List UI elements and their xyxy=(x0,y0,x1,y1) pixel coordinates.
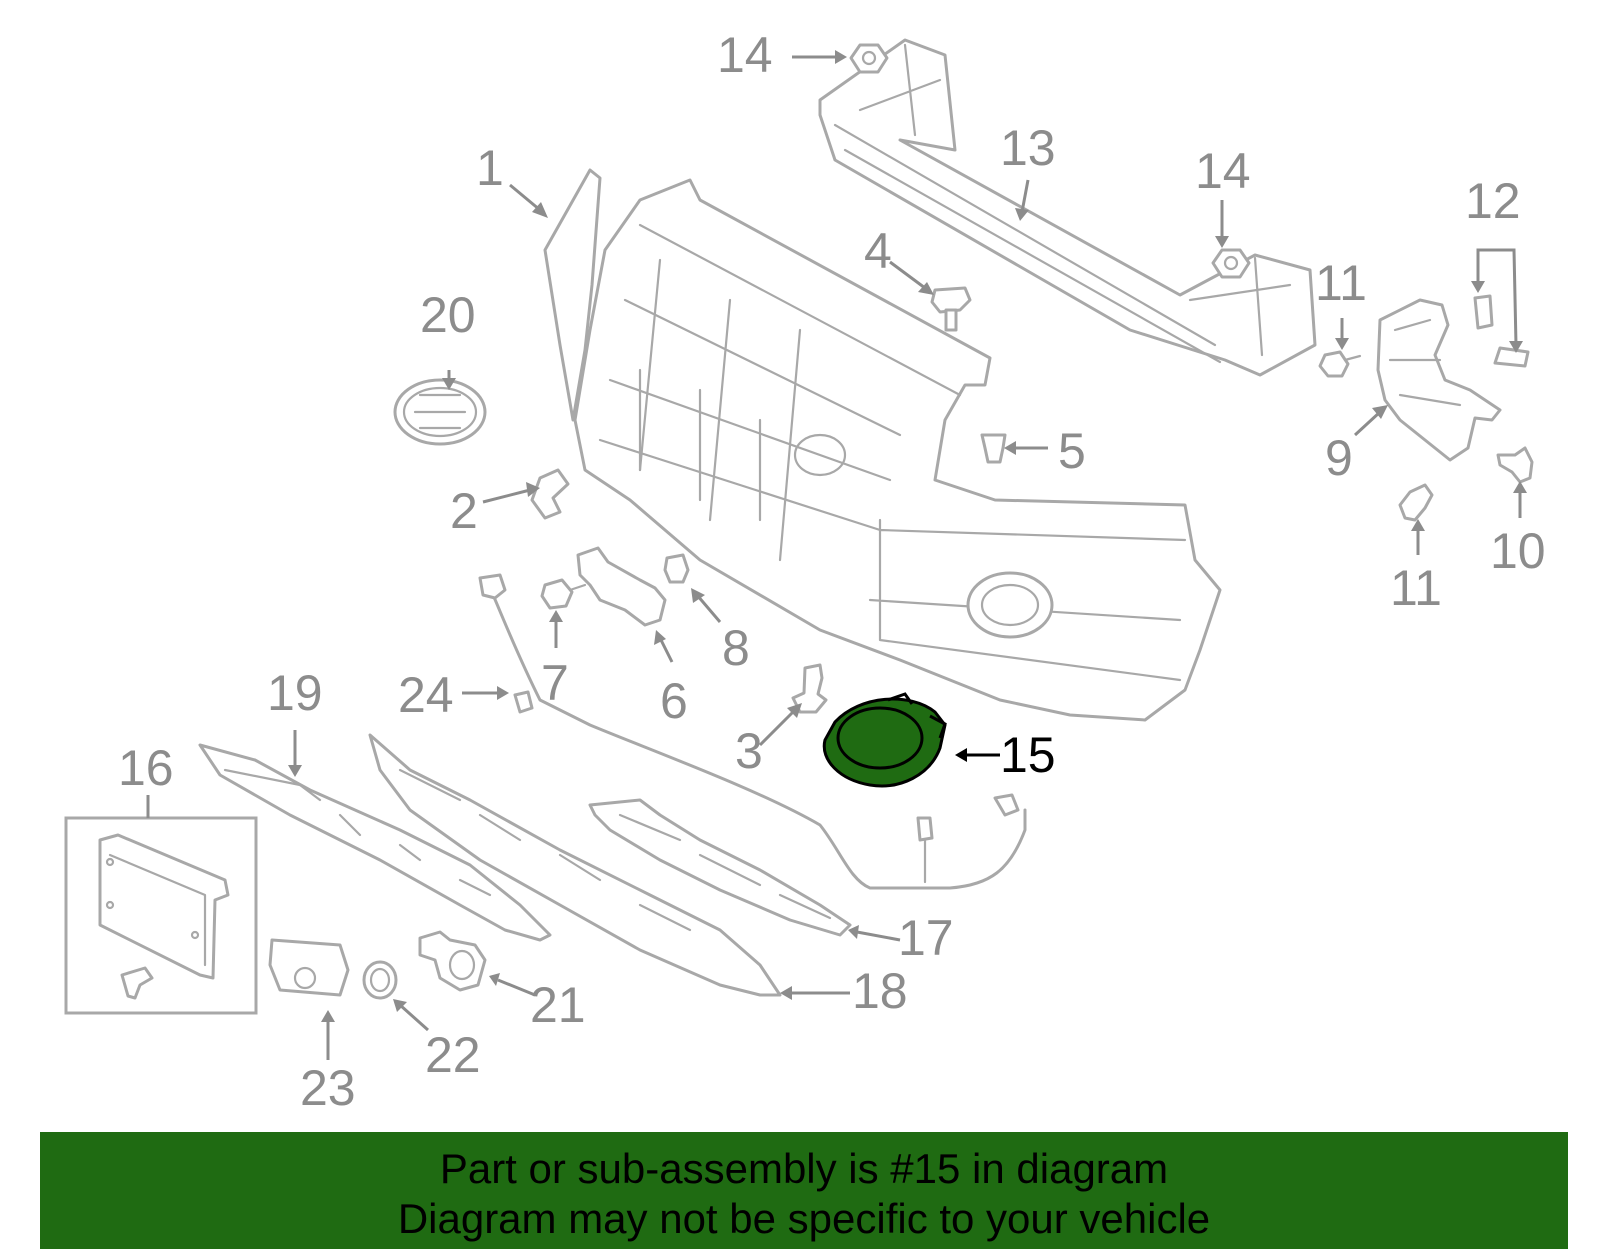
part-2-clip xyxy=(530,468,570,520)
callout-7: 7 xyxy=(541,655,569,711)
part-17-lower-trim xyxy=(588,798,852,937)
callout-16: 16 xyxy=(118,740,174,796)
part-21-parking-sensor xyxy=(418,930,487,992)
part-5-nut-insert xyxy=(980,433,1007,464)
callout-5: 5 xyxy=(1058,423,1086,479)
callout-13: 13 xyxy=(1000,120,1056,176)
part-9-side-bracket xyxy=(1376,298,1502,462)
part-13-reinforcement-beam xyxy=(818,38,1317,377)
callout-3: 3 xyxy=(735,723,763,779)
callout-11-upper: 11 xyxy=(1315,255,1367,311)
part-4-bolt xyxy=(930,286,972,332)
callout-11-lower: 11 xyxy=(1390,560,1442,616)
callout-18: 18 xyxy=(852,963,908,1019)
part-14-nut-upper xyxy=(849,43,889,74)
callout-10: 10 xyxy=(1490,523,1546,579)
callout-19: 19 xyxy=(267,665,323,721)
callout-6: 6 xyxy=(660,673,688,729)
callout-4: 4 xyxy=(864,223,892,279)
callout-22: 22 xyxy=(425,1027,481,1083)
part-1-bumper-cover xyxy=(543,168,1222,722)
part-19-lower-trim xyxy=(198,743,552,942)
part-20-emblem xyxy=(393,378,487,446)
part-7-bolt xyxy=(540,578,587,610)
part-18-lower-valance xyxy=(368,733,782,997)
part-22-sensor-ring xyxy=(362,960,398,1000)
callout-2: 2 xyxy=(450,483,478,539)
callout-1: 1 xyxy=(476,140,504,196)
callout-12: 12 xyxy=(1465,173,1521,229)
leader-arrows xyxy=(146,50,1527,1060)
callout-24: 24 xyxy=(398,667,454,723)
callout-20: 20 xyxy=(420,287,476,343)
callout-17: 17 xyxy=(898,910,954,966)
callout-21: 21 xyxy=(530,977,586,1033)
part-6-bracket xyxy=(576,546,667,627)
part-11-bolt-upper xyxy=(1318,350,1362,378)
caption-line-2: Diagram may not be specific to your vehi… xyxy=(397,1195,1211,1242)
part-12-clips xyxy=(1473,294,1530,368)
callout-labels: 1 2 3 4 5 6 7 8 9 10 11 11 12 13 14 14 1… xyxy=(118,27,1546,1116)
part-23-sensor-bracket xyxy=(268,938,350,997)
part-14-nut-right xyxy=(1211,248,1251,279)
caption-line-1: Part or sub-assembly is #15 in diagram xyxy=(439,1145,1169,1192)
callout-14-right: 14 xyxy=(1195,143,1251,199)
callout-15-highlighted: 15 xyxy=(1000,727,1056,783)
callout-9: 9 xyxy=(1325,430,1353,486)
callout-8: 8 xyxy=(722,620,750,676)
callout-23: 23 xyxy=(300,1060,356,1116)
part-16-license-bracket-kit xyxy=(64,816,258,1015)
part-15-fog-lamp-bezel xyxy=(822,692,947,788)
part-24-wiring-harness xyxy=(478,573,1027,890)
part-11-bolt-lower xyxy=(1398,483,1434,522)
part-8-clip xyxy=(663,553,690,584)
callout-14-upper: 14 xyxy=(717,27,773,83)
part-10-bolt xyxy=(1496,446,1534,484)
part-3-clip xyxy=(791,663,828,714)
caption-banner: Part or sub-assembly is #15 in diagram D… xyxy=(40,1132,1568,1249)
